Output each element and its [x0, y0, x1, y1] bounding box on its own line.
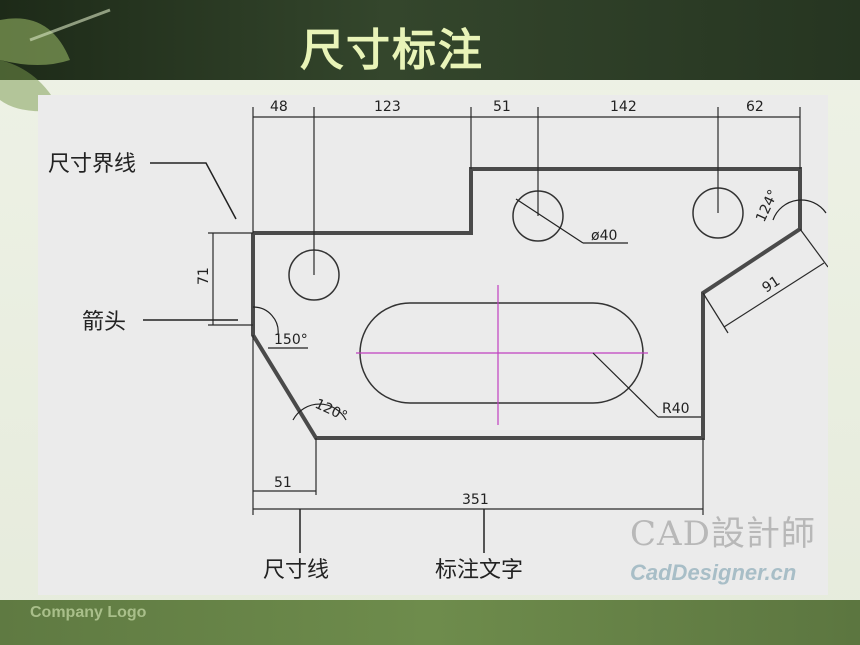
slot-radius: R40 [662, 401, 690, 417]
slide-title: 尺寸标注 [300, 25, 484, 76]
part-outline [251, 167, 802, 440]
company-logo-text: Company Logo [30, 604, 147, 621]
dim-top-62: 62 [746, 99, 764, 115]
dim-top-48: 48 [270, 99, 288, 115]
top-dimension-group [252, 107, 801, 275]
callout-arrow: 箭头 [82, 310, 126, 335]
left-dimension-group [208, 232, 253, 326]
footer-bar [0, 600, 860, 645]
hole-diameter: ø40 [591, 228, 617, 244]
header-banner [0, 0, 860, 112]
dim-bottom-351: 351 [462, 492, 489, 508]
angle-124-arc [772, 199, 827, 221]
dim-bottom-51: 51 [274, 475, 292, 491]
slot-radius-leader [592, 352, 659, 418]
callout-dimension-text: 标注文字 [435, 558, 523, 583]
drawing-canvas [38, 95, 828, 595]
cad-drawing: 48 123 51 142 62 71 150° 120° 124° 91 ø4… [38, 95, 828, 595]
slant-dimension-group [702, 228, 828, 334]
dim-top-142: 142 [610, 99, 637, 115]
angle-120-arc [292, 403, 347, 421]
dim-top-51: 51 [493, 99, 511, 115]
angle-150: 150° [274, 332, 308, 348]
bottom-dimension-group [252, 335, 704, 515]
watermark-en: CadDesigner.cn [630, 560, 797, 585]
dim-left-71: 71 [196, 267, 212, 285]
hole-dia-leader [515, 198, 584, 244]
callout-extension-line: 尺寸界线 [48, 152, 136, 177]
dim-top-123: 123 [374, 99, 401, 115]
watermark-cn: CAD設計師 [630, 514, 816, 554]
angle-150-arc [252, 306, 279, 336]
callout-dimension-line: 尺寸线 [263, 558, 329, 583]
callout-extension-leader [150, 162, 237, 220]
slot-outline [359, 302, 644, 404]
